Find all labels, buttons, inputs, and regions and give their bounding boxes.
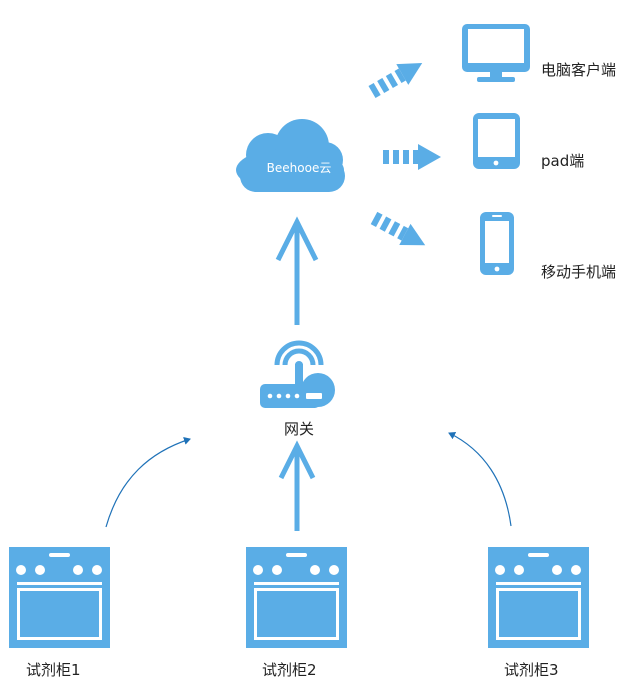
cabinet-icon [488,547,589,648]
client-label-pc: 电脑客户端 [541,61,616,79]
cloud-node: Beehooe云 [236,119,345,192]
dashed-arrow-to-pad [383,144,441,170]
dashed-arrow-to-pc [368,63,423,99]
gateway-node: 网关 [260,340,335,438]
cabinet-node-3: 试剂柜3 [488,547,589,679]
phone-icon [480,212,514,275]
cabinet-label-2: 试剂柜2 [262,661,317,679]
client-phone: 移动手机端 [480,212,616,281]
cabinet-icon [9,547,110,648]
cabinet-node-1: 试剂柜1 [9,547,110,679]
client-label-pad: pad端 [541,152,584,170]
cloud-icon [236,119,345,192]
arrow-cabinet2-to-gateway [278,440,316,531]
monitor-icon [462,24,530,82]
tablet-icon [473,113,520,169]
router-icon [260,340,335,408]
client-pad: pad端 [473,113,584,170]
curve-arrow-cabinet1 [105,437,191,528]
curve-arrow-cabinet3 [448,432,512,527]
dashed-arrow-to-phone [370,211,426,246]
client-label-phone: 移动手机端 [541,263,616,281]
cloud-label: Beehooe云 [267,161,332,175]
gateway-label: 网关 [284,420,314,438]
cabinet-icon [246,547,347,648]
arrow-gateway-to-cloud [275,216,319,325]
cabinet-node-2: 试剂柜2 [246,547,347,679]
cabinet-label-3: 试剂柜3 [504,661,559,679]
client-pc: 电脑客户端 [462,24,616,82]
cabinet-label-1: 试剂柜1 [26,661,81,679]
